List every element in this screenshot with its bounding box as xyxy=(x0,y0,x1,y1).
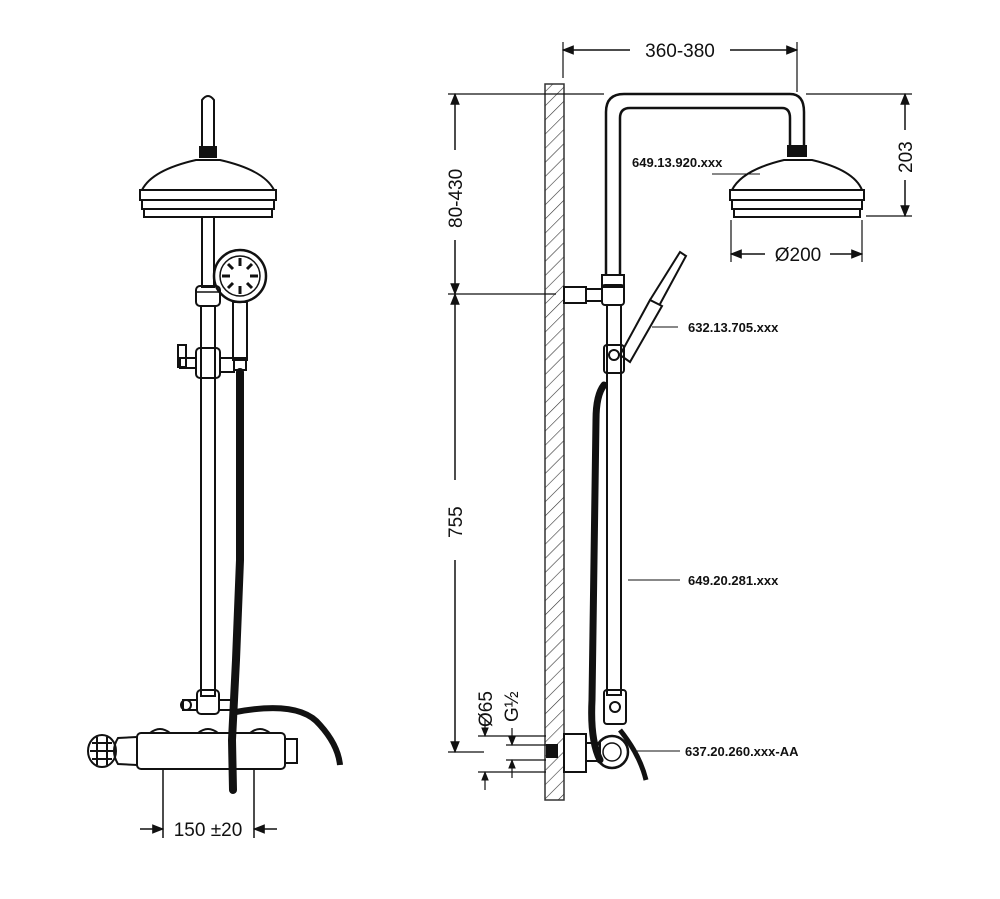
shower-head-part-number: 649.13.920.xxx xyxy=(632,155,723,170)
arm-projection-label: 360-380 xyxy=(645,41,715,62)
head-drop-label: 203 xyxy=(896,141,917,173)
riser-rail xyxy=(200,305,216,697)
upper-riser-pipe xyxy=(201,216,215,288)
side-view: Ø65 G½ 360-380 203 Ø200 80-430 755 649.1… xyxy=(446,41,917,801)
inlet-centres-label: 150 ±20 xyxy=(174,820,243,841)
handset-holder xyxy=(603,250,688,374)
rain-shower-head xyxy=(139,159,277,218)
riser-rail-side xyxy=(606,304,622,696)
slide-bracket xyxy=(177,344,235,379)
riser-height-label: 755 xyxy=(446,506,467,538)
hand-shower xyxy=(212,248,268,371)
lower-joint-side xyxy=(603,689,627,725)
shower-arm xyxy=(604,92,807,275)
wall-hatch xyxy=(544,83,565,801)
handset-part-number: 632.13.705.xxx xyxy=(688,320,779,335)
head-diameter-label: Ø200 xyxy=(775,245,821,266)
riser-joint xyxy=(601,274,625,288)
thread-size-label: G½ xyxy=(502,691,523,722)
lower-connector xyxy=(180,689,234,715)
rain-shower-head-side xyxy=(729,159,865,218)
thermostatic-valve-side xyxy=(546,733,630,773)
riser-rail-part-number: 649.20.281.xxx xyxy=(688,573,779,588)
thermostatic-bar-valve xyxy=(87,728,298,770)
front-view: 150 ±20 xyxy=(87,95,343,841)
escutcheon-diameter-label: Ø65 xyxy=(476,691,497,727)
shower-hose xyxy=(227,368,244,794)
thermostatic-valve-part-number: 637.20.260.xxx-AA xyxy=(685,744,799,759)
overhead-arm-stub xyxy=(199,95,217,158)
shower-hose-side xyxy=(588,381,608,764)
riser-extension-label: 80-430 xyxy=(446,169,467,228)
